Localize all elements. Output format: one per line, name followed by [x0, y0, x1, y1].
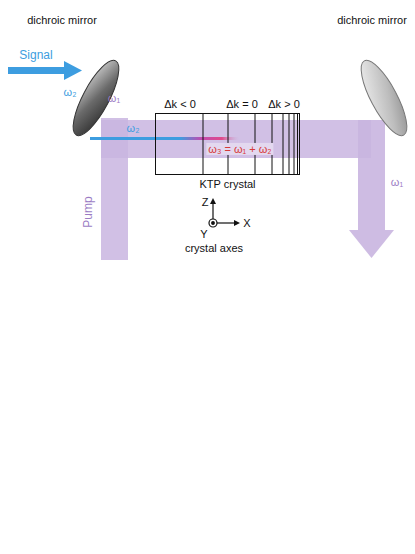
- axis-caption: crystal axes: [185, 242, 243, 254]
- axis-label: Z: [202, 196, 209, 208]
- frequency-label: ω₁: [391, 176, 403, 188]
- signal-line: [90, 137, 185, 140]
- axis-label: X: [243, 217, 250, 229]
- phase-mismatch-label: Δk > 0: [268, 98, 300, 110]
- signal-name: Pump: [82, 196, 95, 227]
- sum-frequency-line: [180, 137, 240, 140]
- frequency-label: ω₂: [64, 86, 77, 98]
- output-beam: [349, 120, 394, 258]
- axis-label: Y: [200, 228, 207, 240]
- frequency-label: ω₂: [127, 122, 140, 134]
- dichroic-mirror: [65, 55, 127, 141]
- frequency-label: ω₃ = ω₁ + ω₂: [206, 143, 273, 155]
- signal-name: Signal: [19, 49, 52, 62]
- signal-arrow: [8, 61, 82, 80]
- dichroic-mirror: [353, 55, 415, 141]
- crystal-domains: [203, 113, 298, 175]
- part-label: dichroic mirror: [337, 14, 407, 26]
- phase-mismatch-label: Δk = 0: [226, 98, 258, 110]
- part-label: dichroic mirror: [27, 14, 97, 26]
- frequency-label: ω₁: [108, 92, 120, 104]
- crystal-name: KTP crystal: [199, 178, 255, 190]
- crystal-axes: [209, 198, 240, 227]
- phase-mismatch-label: Δk < 0: [164, 98, 196, 110]
